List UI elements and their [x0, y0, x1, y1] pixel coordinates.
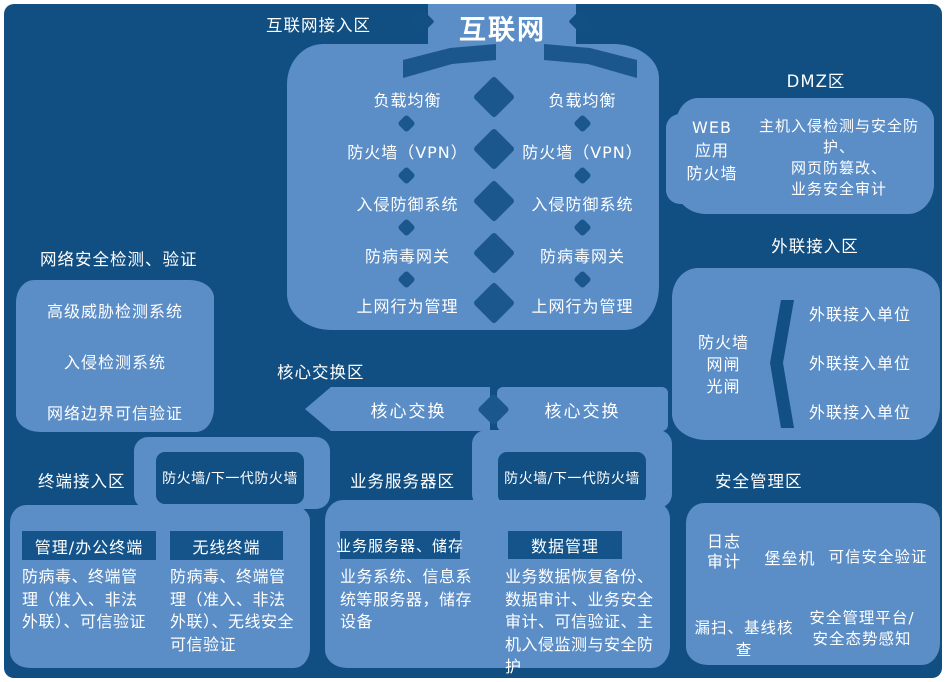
bracket-decoration — [403, 44, 637, 78]
external-zone-label: 外联接入区 — [771, 237, 859, 256]
server-group-desc-1: 业务数据恢复备份、数据审计、业务安全审计、可信验证、主机入侵监测与安全防护 — [505, 567, 654, 676]
server-group-title-1: 数据管理 — [508, 531, 622, 559]
chain-item-left-3: 防病毒网关 — [364, 247, 450, 266]
detection-item-1: 入侵检测系统 — [63, 353, 166, 372]
detection-zone-label: 网络安全检测、验证 — [40, 250, 198, 269]
chain-item-right-3: 防病毒网关 — [539, 247, 625, 266]
detection-zone-blob — [16, 280, 214, 432]
chain-item-right-2: 入侵防御系统 — [531, 195, 634, 214]
external-devices-label: 防火墙 网闸 光闸 — [697, 333, 749, 396]
external-zone-blob — [672, 268, 940, 440]
chain-item-right-1: 防火墙（VPN） — [522, 143, 643, 162]
dmz-zone-blob — [676, 98, 934, 214]
external-unit-0: 外联接入单位 — [808, 305, 911, 324]
server-group-desc-0: 业务系统、信息系统等服务器，储存设备 — [340, 567, 473, 631]
terminal-zone-label: 终端接入区 — [38, 472, 126, 491]
internet-zone-label: 互联网接入区 — [266, 16, 371, 35]
terminal-group-title-0: 管理/办公终端 — [22, 531, 156, 560]
chain-item-right-4: 上网行为管理 — [531, 297, 634, 316]
chain-item-right-0: 负载均衡 — [548, 91, 617, 110]
detection-item-2: 网络边界可信验证 — [46, 404, 183, 423]
server-zone-label: 业务服务器区 — [350, 472, 455, 491]
chain-item-left-4: 上网行为管理 — [356, 297, 459, 316]
dmz-zone-label: DMZ区 — [786, 72, 846, 91]
management-zone-label: 安全管理区 — [715, 472, 803, 491]
server-firewall-tab: 防火墙/下一代防火墙 — [498, 452, 646, 504]
terminal-firewall-tab: 防火墙/下一代防火墙 — [156, 452, 304, 504]
management-item-security-platform: 安全管理平台/ 安全态势感知 — [809, 609, 915, 648]
management-item-vulnerability-scan: 漏扫、基线核查 — [694, 619, 794, 659]
chain-item-left-1: 防火墙（VPN） — [347, 143, 468, 162]
core-switch-band-0: 核心交换 — [305, 387, 490, 431]
core-switch-band-1: 核心交换 — [497, 387, 668, 431]
terminal-group-desc-1: 防病毒、终端管理（准入、非法外联）、无线安全可信验证 — [170, 567, 295, 654]
chain-item-left-0: 负载均衡 — [373, 91, 442, 110]
internet-title: 互联网 — [459, 15, 546, 46]
core-zone-label: 核心交换区 — [277, 363, 365, 382]
dmz-services-text: 主机入侵检测与安全防护、 网页防篡改、 业务安全审计 — [758, 117, 919, 198]
management-item-bastion: 堡垒机 — [764, 549, 816, 568]
server-zone-blob — [325, 500, 670, 668]
management-item-trusted-verification: 可信安全验证 — [828, 548, 928, 566]
terminal-group-title-1: 无线终端 — [170, 531, 283, 560]
terminal-group-desc-0: 防病毒、终端管理（准入、非法外联）、可信验证 — [22, 567, 147, 631]
external-unit-2: 外联接入单位 — [808, 403, 911, 422]
detection-item-0: 高级威胁检测系统 — [46, 302, 183, 321]
chain-item-left-2: 入侵防御系统 — [356, 195, 459, 214]
dmz-device-label: WEB 应用 防火墙 — [686, 118, 738, 183]
server-group-title-0: 业务服务器、储存 — [336, 531, 463, 559]
management-zone-blob — [686, 503, 940, 665]
dmz-zone-blob-tab — [666, 114, 706, 204]
zigzag-divider — [770, 300, 794, 428]
management-item-log-audit: 日志 审计 — [706, 532, 741, 571]
internet-zone-blob — [287, 44, 659, 330]
external-unit-1: 外联接入单位 — [808, 354, 911, 373]
